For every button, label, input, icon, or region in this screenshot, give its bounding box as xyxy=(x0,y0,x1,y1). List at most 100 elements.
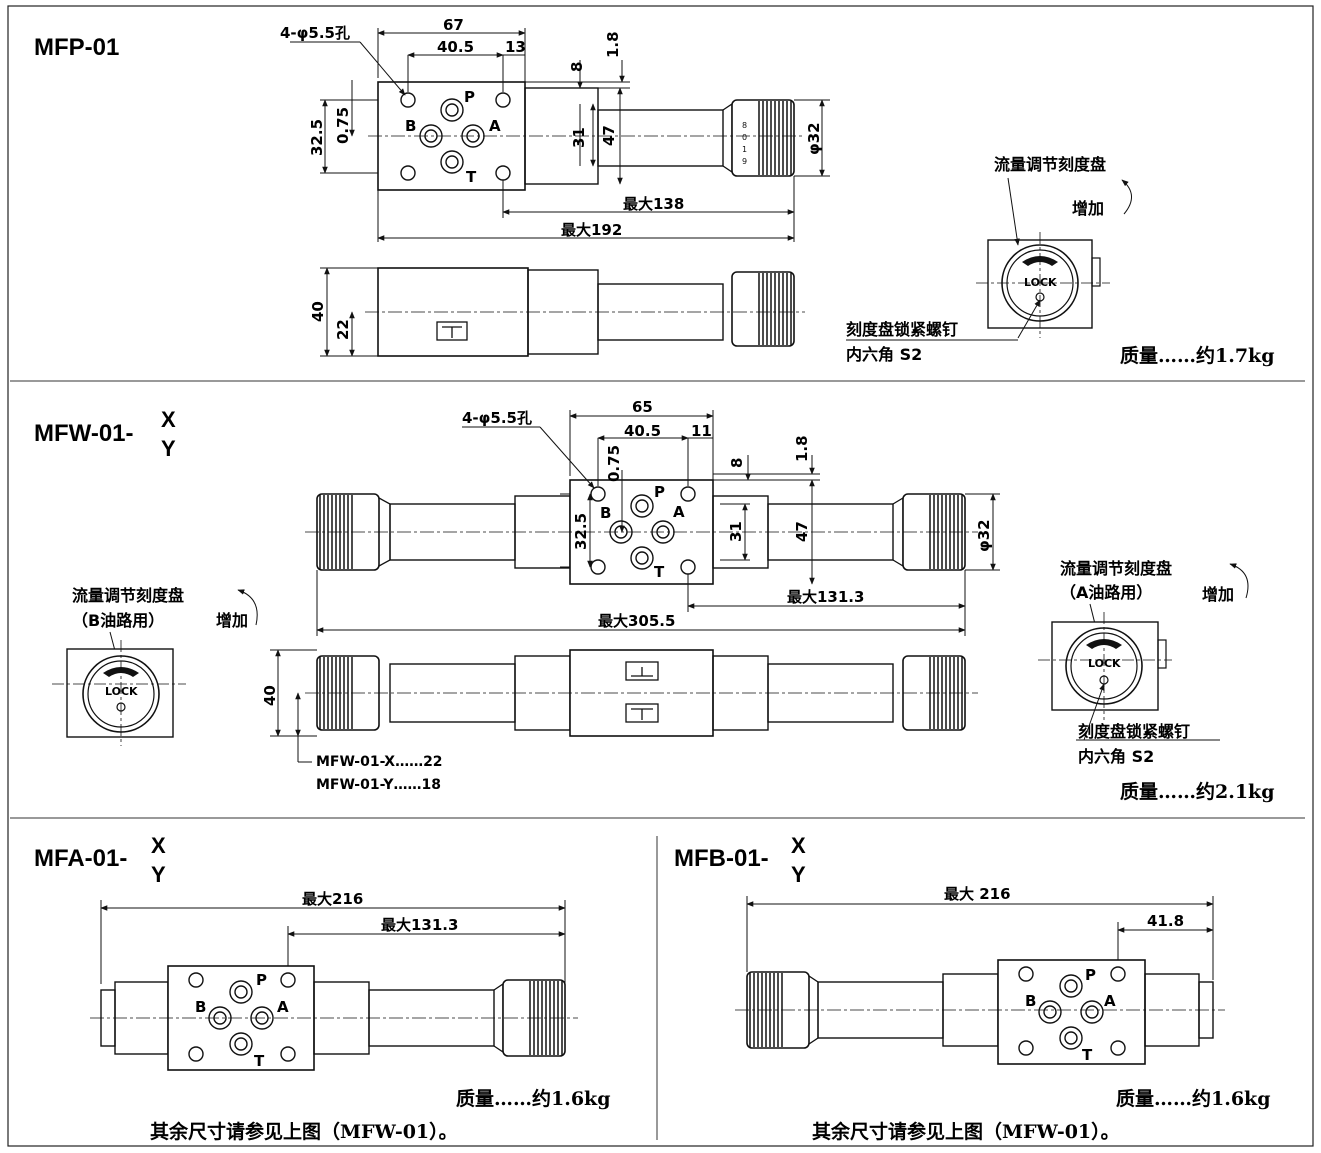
mfp-lock-label: LOCK xyxy=(1024,276,1057,289)
mfw-left-lock-label: LOCK xyxy=(105,685,138,698)
mfb-note: 其余尺寸请参见上图（MFW-01）。 xyxy=(812,1120,1120,1143)
mfa-dim-max216: 最大216 xyxy=(302,890,363,908)
mfw-note-y: MFW-01-Y……18 xyxy=(316,777,441,793)
mfw-model-title: MFW-01- xyxy=(34,420,134,447)
mfb-port-b: B xyxy=(1025,992,1036,1010)
mfp-dial-title: 流量调节刻度盘 xyxy=(994,155,1106,174)
mfp-dim-holes: 4-φ5.5孔 xyxy=(280,24,350,42)
mfw-left-dial-title: 流量调节刻度盘 xyxy=(72,586,184,605)
knob-digit: 1 xyxy=(742,145,747,154)
mfp-dim-67: 67 xyxy=(443,16,464,34)
mfp-dim-max138: 最大138 xyxy=(623,195,684,213)
mfa-port-b: B xyxy=(195,998,206,1016)
mfb-model-x: X xyxy=(791,833,806,858)
mfw-dim-65: 65 xyxy=(632,398,653,416)
mfp-dial-screw: 刻度盘锁紧螺钉 xyxy=(846,320,958,339)
mfb-mass: 质量……约1.6kg xyxy=(1116,1087,1271,1110)
mfw-right-dial-increase: 增加 xyxy=(1202,585,1234,604)
mfp-dim-32-5: 32.5 xyxy=(308,119,326,156)
mfw-dim-11: 11 xyxy=(691,422,712,440)
mfp-dim-40: 40 xyxy=(309,301,327,322)
mfw-port-a: A xyxy=(673,503,685,521)
mfw-model-x: X xyxy=(161,407,176,432)
mfp-port-b: B xyxy=(405,117,416,135)
mfw-mass: 质量……约2.1kg xyxy=(1120,780,1275,803)
mfb-port-a: A xyxy=(1104,992,1116,1010)
mfa-model-x: X xyxy=(151,833,166,858)
mfp-side-symbol-t xyxy=(442,326,462,338)
mfp-dim-22: 22 xyxy=(334,319,352,340)
mfa-section: MFA-01- X Y 最大216 最大131.3 xyxy=(34,833,611,1143)
mfp-top-stem xyxy=(597,109,724,167)
mfw-dim-40-5: 40.5 xyxy=(624,422,661,440)
mfp-dim-13: 13 xyxy=(505,38,526,56)
mfb-model-y: Y xyxy=(791,862,806,887)
knob-digit: 8 xyxy=(742,121,747,130)
mfp-dim-max192: 最大192 xyxy=(561,221,622,239)
mfp-model-title: MFP-01 xyxy=(34,34,119,61)
mfw-right-dial-sub: （A油路用） xyxy=(1060,583,1152,602)
mfp-dial-tab xyxy=(1091,257,1101,287)
mfp-port-a: A xyxy=(489,117,501,135)
knob-digit: 0 xyxy=(742,133,747,142)
mfw-dim-40: 40 xyxy=(261,685,279,706)
mfw-dim-0-75: 0.75 xyxy=(605,445,623,482)
mfw-side-symbol-bottom-t xyxy=(631,708,653,720)
mfw-dim-1-8: 1.8 xyxy=(793,435,811,462)
mfw-section: MFW-01- X Y P xyxy=(34,398,1275,803)
mfw-side-symbol-bottom xyxy=(625,703,659,723)
mfw-note-x: MFW-01-X……22 xyxy=(316,754,443,770)
mfb-port-t: T xyxy=(1082,1046,1093,1064)
mfa-port-a: A xyxy=(277,998,289,1016)
knob-digit: 9 xyxy=(742,157,747,166)
mfp-dim-8: 8 xyxy=(568,62,586,72)
mfw-dim-31: 31 xyxy=(727,521,745,542)
mfw-model-y: Y xyxy=(161,436,176,461)
mfw-dim-phi32: φ32 xyxy=(975,519,993,552)
mfa-port-p: P xyxy=(256,971,267,989)
sheet-border xyxy=(7,5,1314,1147)
mfa-port-t: T xyxy=(254,1052,265,1070)
mfb-body xyxy=(997,959,1146,1065)
mfp-port-p: P xyxy=(464,88,475,106)
mfb-dim-41-8: 41.8 xyxy=(1147,912,1184,930)
mfp-dim-47: 47 xyxy=(600,125,618,146)
mfa-note: 其余尺寸请参见上图（MFW-01）。 xyxy=(150,1120,458,1143)
mfp-dim-31: 31 xyxy=(570,127,588,148)
mfb-section: MFB-01- X Y 最大 216 41.8 xyxy=(674,833,1271,1143)
mfa-dim-max131: 最大131.3 xyxy=(381,916,458,934)
mfw-dim-holes: 4-φ5.5孔 xyxy=(462,409,532,427)
mfb-dim-max216: 最大 216 xyxy=(944,885,1011,903)
mfp-port-t: T xyxy=(466,168,477,186)
mfp-dim-0-75: 0.75 xyxy=(334,107,352,144)
mfw-port-t: T xyxy=(654,563,665,581)
mfw-dim-max305: 最大305.5 xyxy=(598,612,675,630)
mfp-dial-increase: 增加 xyxy=(1072,199,1104,218)
mfw-left-dial-sub: （B油路用） xyxy=(72,611,164,630)
mfp-mass: 质量……约1.7kg xyxy=(1120,344,1275,367)
mfw-left-dial-increase: 增加 xyxy=(216,611,248,630)
mfw-dim-max131: 最大131.3 xyxy=(787,588,864,606)
mfp-top-stem-taper xyxy=(722,102,733,174)
mfw-right-dial-title: 流量调节刻度盘 xyxy=(1060,559,1172,578)
mfb-model-title: MFB-01- xyxy=(674,845,769,872)
mfp-side-symbol xyxy=(436,321,468,341)
mfa-model-title: MFA-01- xyxy=(34,845,127,872)
mfw-right-dial-hex: 内六角 S2 xyxy=(1078,747,1154,766)
mfw-side-symbol-top-t xyxy=(631,667,653,677)
mfw-port-p: P xyxy=(654,483,665,501)
mfw-right-dial-screw: 刻度盘锁紧螺钉 xyxy=(1078,722,1190,741)
mfp-port-circles xyxy=(419,98,485,174)
mfw-dim-32-5: 32.5 xyxy=(572,513,590,550)
mfw-right-lock-label: LOCK xyxy=(1088,657,1121,670)
mfp-section: MFP-01 8 0 1 9 P B xyxy=(34,16,1275,367)
mfp-dim-40-5: 40.5 xyxy=(437,38,474,56)
mfw-port-b: B xyxy=(600,504,611,522)
mfb-port-p: P xyxy=(1085,966,1096,984)
mfp-dial-hex: 内六角 S2 xyxy=(846,345,922,364)
mfw-right-dial-tab xyxy=(1157,639,1167,669)
mfp-top-knob-grip xyxy=(758,101,792,175)
mfa-mass: 质量……约1.6kg xyxy=(456,1087,611,1110)
mfw-dim-47: 47 xyxy=(793,521,811,542)
